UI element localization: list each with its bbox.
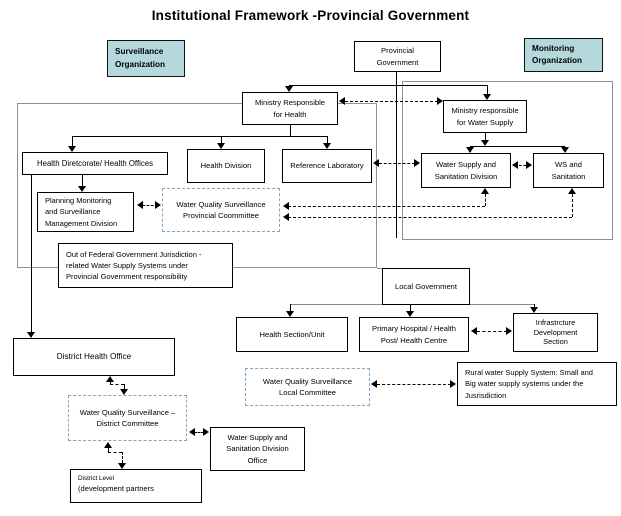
connector-drop-health-section	[290, 304, 291, 311]
connector-mows-branch	[470, 146, 565, 147]
arrow-into-reference-laboratory	[323, 143, 331, 149]
node-local-government: Local Government	[382, 268, 470, 305]
arrow-down-into-district-committee	[120, 389, 128, 395]
arrow-into-health-division	[217, 143, 225, 149]
dashed-localcommittee-rural-link	[377, 384, 451, 385]
dashed-committee-wssdo-link	[194, 432, 204, 433]
dashed-committee-wss-riser	[572, 194, 573, 217]
dashed-committee-wssd-riser	[485, 194, 486, 206]
connector-drop-reference-lab	[327, 136, 328, 144]
arrow-up-into-wss-division	[481, 188, 489, 194]
dashed-planning-committee-link	[142, 205, 158, 206]
arrow-up-into-ws-sanitation	[568, 188, 576, 194]
dashed-committee-dlevel-b	[108, 452, 122, 453]
dashed-committee-dlevel-c	[122, 452, 123, 463]
arrow-into-primary-hospital-dashed	[471, 327, 477, 335]
arrow-into-ws-sanitation-dashed	[526, 161, 532, 169]
arrow-into-ministry-health-dashed	[339, 97, 345, 105]
diagram-title: Institutional Framework -Provincial Gove…	[151, 8, 470, 23]
arrow-into-district-health-office	[27, 332, 35, 338]
node-wqs-district-committee: Water Quality Surveillance –District Com…	[68, 395, 187, 441]
surveillance-organization-badge: Surveillance Organization	[107, 40, 185, 77]
dashed-committee-wssd-line	[288, 206, 485, 207]
node-district-health-office: District Health Office	[13, 338, 175, 376]
arrow-into-infrastructure-section	[530, 307, 538, 313]
connector-container-to-local-gov	[377, 268, 382, 269]
connector-directorate-planning	[82, 175, 83, 187]
arrow-into-provincial-committee-2	[283, 213, 289, 221]
arrow-up-into-district-health-office	[106, 376, 114, 382]
arrow-into-ws-sanitation	[561, 147, 569, 153]
node-health-directorate: Health Diretcorate/ Health Offices	[22, 152, 168, 175]
connector-pg-stem	[396, 72, 397, 85]
dashed-ministries-link	[345, 101, 438, 102]
arrow-into-rural-systems-dashed	[450, 380, 456, 388]
dashed-dho-committee-b	[110, 384, 124, 385]
connector-drop-infrastructure	[534, 304, 535, 308]
arrow-into-provincial-committee-1	[283, 202, 289, 210]
dashed-wssd-wss-link	[519, 165, 526, 166]
arrow-into-wss-division-dashed	[414, 159, 420, 167]
node-health-division: Health Division	[187, 149, 265, 183]
node-health-section-unit: Health Section/Unit	[236, 317, 348, 352]
arrow-into-planning-division	[78, 186, 86, 192]
connector-drop-primary-hospital	[410, 304, 411, 311]
connector-directorate-district-office	[31, 175, 32, 333]
dashed-dho-committee-a	[110, 381, 111, 385]
dashed-dho-committee-c	[124, 384, 125, 389]
dashed-hospital-infrastructure-link	[477, 331, 507, 332]
arrow-into-ministry-water	[483, 94, 491, 100]
connector-drop-mows	[487, 85, 488, 95]
node-out-of-federal-note: Out of Federal Government Jurisdiction -…	[58, 243, 233, 288]
arrow-up-into-district-committee	[104, 442, 112, 448]
arrow-into-wss-division-office-dashed	[203, 428, 209, 436]
connector-pg-long-stem	[396, 85, 397, 238]
monitoring-container-frame	[402, 81, 613, 240]
arrow-into-provincial-committee-dashed	[155, 201, 161, 209]
arrow-into-ministry-water-dashed	[437, 97, 443, 105]
arrow-down-into-district-level	[118, 463, 126, 469]
arrow-into-wssd-dashed	[512, 161, 518, 169]
arrow-into-ministry-health	[285, 86, 293, 92]
connector-pg-branch	[289, 85, 487, 86]
arrow-into-district-committee-dashed	[189, 428, 195, 436]
arrow-into-wss-division	[466, 147, 474, 153]
connector-moh-branch	[72, 136, 327, 137]
arrow-into-health-section	[286, 311, 294, 317]
dashed-reflab-wssd-link	[379, 163, 415, 164]
monitoring-organization-badge: Monitoring Organization	[524, 38, 603, 72]
arrow-into-health-directorate	[68, 146, 76, 152]
arrow-mows-onto-branch	[481, 140, 489, 146]
connector-moh-stem	[290, 125, 291, 136]
arrow-into-reference-lab-dashed	[373, 159, 379, 167]
arrow-into-infrastructure-dashed	[506, 327, 512, 335]
arrow-into-planning-dashed	[137, 201, 143, 209]
node-district-level-partners: District Level(development partners	[70, 469, 202, 503]
connector-drop-health-division	[221, 136, 222, 144]
connector-mows-stem	[485, 133, 486, 141]
dashed-committee-wss-line	[288, 217, 572, 218]
dashed-committee-dlevel-a	[108, 448, 109, 452]
arrow-into-primary-hospital	[406, 311, 414, 317]
arrow-into-local-committee-dashed	[371, 380, 377, 388]
node-reference-laboratory: Reference Laboratory	[282, 149, 372, 183]
connector-drop-directorate	[72, 136, 73, 147]
